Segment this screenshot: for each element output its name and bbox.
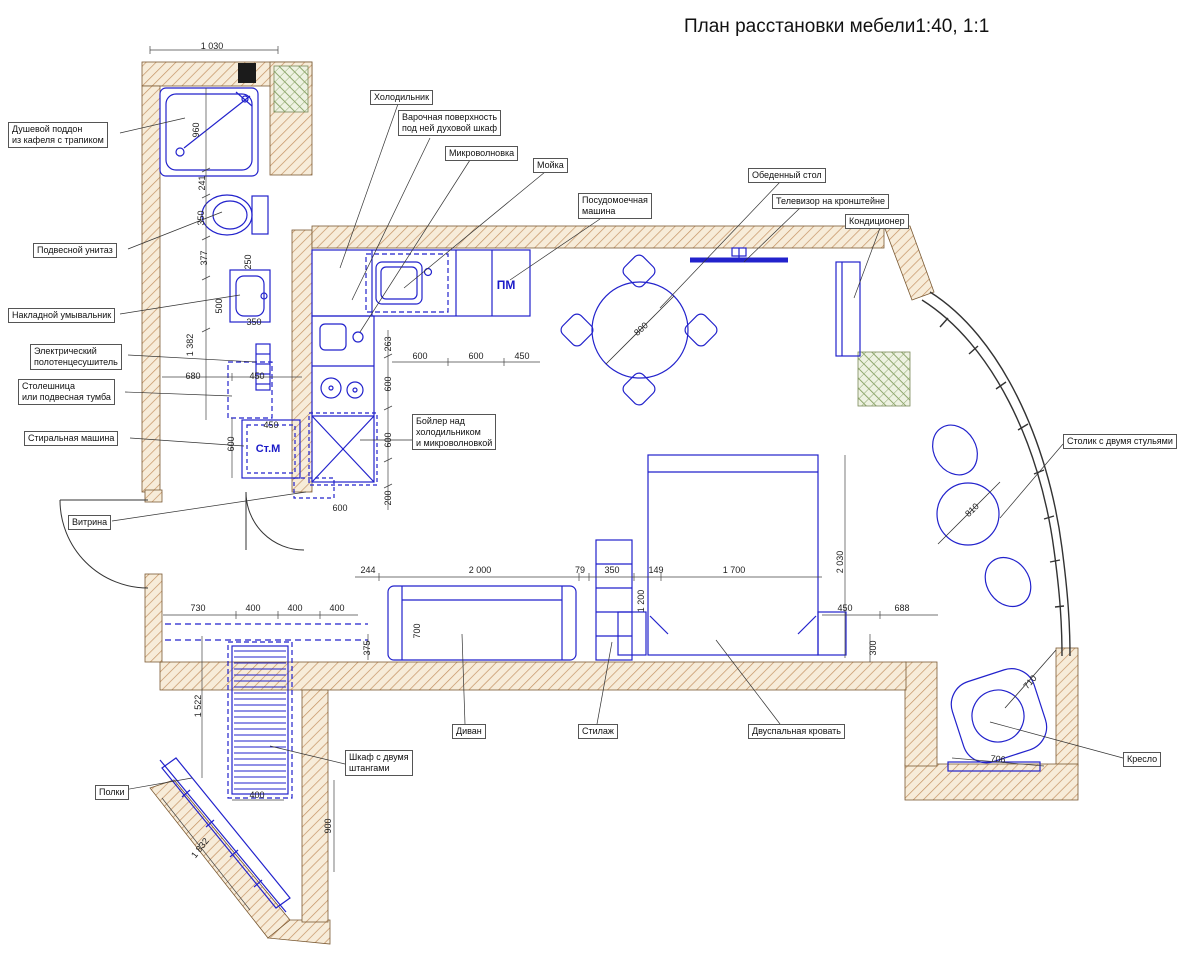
- mark-washing-machine: Ст.М: [255, 443, 281, 455]
- dimension-lines: [149, 46, 1045, 911]
- label-toilet: Подвесной унитаз: [33, 243, 117, 258]
- dim-688: 688: [894, 603, 910, 613]
- label-small-table: Столик с двумя стульями: [1063, 434, 1177, 449]
- label-bed: Двуспальная кровать: [748, 724, 845, 739]
- label-countertop: Столешница или подвесная тумба: [18, 379, 115, 405]
- dim-600a: 600: [412, 351, 428, 361]
- dim-600c: 600: [383, 376, 393, 392]
- kitchen-counter: [311, 249, 531, 317]
- label-wardrobe: Шкаф с двумя штангами: [345, 750, 413, 776]
- dim-450a: 450: [249, 371, 265, 381]
- dim-1700: 1 700: [722, 565, 746, 575]
- dining-table: [560, 254, 718, 406]
- air-conditioner: [835, 261, 861, 357]
- walls: [141, 61, 1079, 945]
- label-boiler: Бойлер над холодильником и микроволновко…: [412, 414, 497, 451]
- label-tv: Телевизор на кронштейне: [772, 194, 889, 209]
- dim-1200: 1 200: [636, 589, 646, 613]
- dim-600e: 600: [226, 436, 236, 452]
- shaft-walls: [273, 65, 911, 407]
- label-dining-table: Обеденный стол: [748, 168, 826, 183]
- dim-600f: 600: [332, 503, 348, 513]
- label-shelf-unit: Стилаж: [578, 724, 618, 739]
- label-ac: Кондиционер: [845, 214, 909, 229]
- dim-244: 244: [360, 565, 376, 575]
- label-washer: Стиральная машина: [24, 431, 119, 446]
- bay-window: [921, 291, 1071, 657]
- label-sofa: Диван: [452, 724, 486, 739]
- dim-400d: 400: [249, 790, 265, 800]
- wardrobe: [165, 623, 368, 799]
- label-washbasin: Накладной умывальник: [8, 308, 116, 323]
- towel-rail: [255, 343, 271, 391]
- armchair: [947, 649, 1057, 772]
- dim-600b: 600: [468, 351, 484, 361]
- dim-450d: 450: [837, 603, 853, 613]
- lintel: [238, 63, 256, 83]
- dim-375: 375: [362, 640, 372, 656]
- dim-241: 241: [197, 175, 207, 191]
- dim-680: 680: [185, 371, 201, 381]
- toilet: [201, 194, 269, 236]
- dim-300: 300: [868, 640, 878, 656]
- dim-350b: 350: [246, 317, 262, 327]
- corner-shelves: [159, 757, 291, 913]
- label-armchair: Кресло: [1123, 752, 1162, 767]
- label-shower: Душевой поддон из кафеля с трапиком: [8, 122, 108, 148]
- dim-500: 500: [214, 298, 224, 314]
- dim-2030: 2 030: [835, 550, 845, 574]
- label-shelves: Полки: [95, 785, 129, 800]
- dim-450c: 450: [263, 420, 279, 430]
- tv-bracket: [690, 247, 788, 263]
- shelf-unit: [595, 539, 633, 661]
- dim-706: 706: [990, 753, 1006, 765]
- dim-250: 250: [243, 254, 253, 270]
- label-dishwasher: Посудомоечная машина: [578, 193, 652, 219]
- dim-377: 377: [199, 250, 209, 266]
- dim-900: 900: [323, 818, 333, 834]
- dim-450b: 450: [514, 351, 530, 361]
- vitrina-cabinet: [293, 477, 335, 499]
- dim-400b: 400: [287, 603, 303, 613]
- label-towel-rail: Электрический полотенцесушитель: [30, 344, 122, 370]
- dim-149: 149: [648, 565, 664, 575]
- page-title: План расстановки мебели1:40, 1:1: [684, 16, 990, 37]
- dim-200: 200: [383, 490, 393, 506]
- leader-lines: [111, 103, 1124, 792]
- dim-1030: 1 030: [200, 41, 224, 51]
- dim-400c: 400: [329, 603, 345, 613]
- label-cooktop: Варочная поверхность под ней духовой шка…: [398, 110, 502, 136]
- dim-600d: 600: [383, 432, 393, 448]
- dim-2000: 2 000: [468, 565, 492, 575]
- washbasin: [229, 269, 271, 323]
- label-sink: Мойка: [533, 158, 568, 173]
- label-microwave: Микроволновка: [445, 146, 519, 161]
- dim-263: 263: [383, 336, 393, 352]
- washing-machine: [241, 419, 301, 479]
- dim-350a: 350: [196, 210, 206, 226]
- bed: [617, 454, 847, 656]
- dim-1382: 1 382: [185, 333, 195, 357]
- countertop-cabinet: [227, 361, 273, 419]
- dim-79: 79: [574, 565, 586, 575]
- sofa: [387, 585, 577, 661]
- kitchen-column: [308, 315, 378, 486]
- dim-1522: 1 522: [193, 694, 203, 718]
- dim-400a: 400: [245, 603, 261, 613]
- doors: [59, 491, 305, 589]
- shower-tray: [159, 87, 259, 177]
- dim-350c: 350: [604, 565, 620, 575]
- mark-dishwasher-pm: ПМ: [496, 278, 516, 292]
- label-vitrina: Витрина: [68, 515, 112, 530]
- dim-700: 700: [412, 623, 422, 639]
- dim-960: 960: [191, 122, 201, 138]
- label-fridge: Холодильник: [370, 90, 434, 105]
- dim-730: 730: [190, 603, 206, 613]
- bay-table-chairs: [932, 424, 1032, 608]
